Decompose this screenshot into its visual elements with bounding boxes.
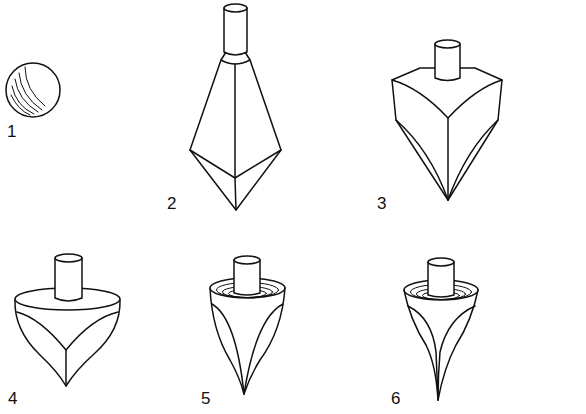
rounded-top-figure — [15, 254, 120, 386]
callout-number: 1 — [7, 123, 16, 140]
sphere-figure — [6, 63, 60, 117]
callout-number: 3 — [377, 195, 386, 212]
callout-number: 6 — [391, 390, 400, 407]
faceted-blank-figure — [190, 4, 281, 210]
rough-top-figure — [392, 40, 502, 200]
callout-number: 5 — [201, 390, 210, 407]
finished-top-figure — [404, 258, 478, 400]
callout-number: 2 — [167, 195, 176, 212]
hollowed-top-figure — [210, 256, 285, 394]
callout-number: 4 — [8, 390, 17, 407]
